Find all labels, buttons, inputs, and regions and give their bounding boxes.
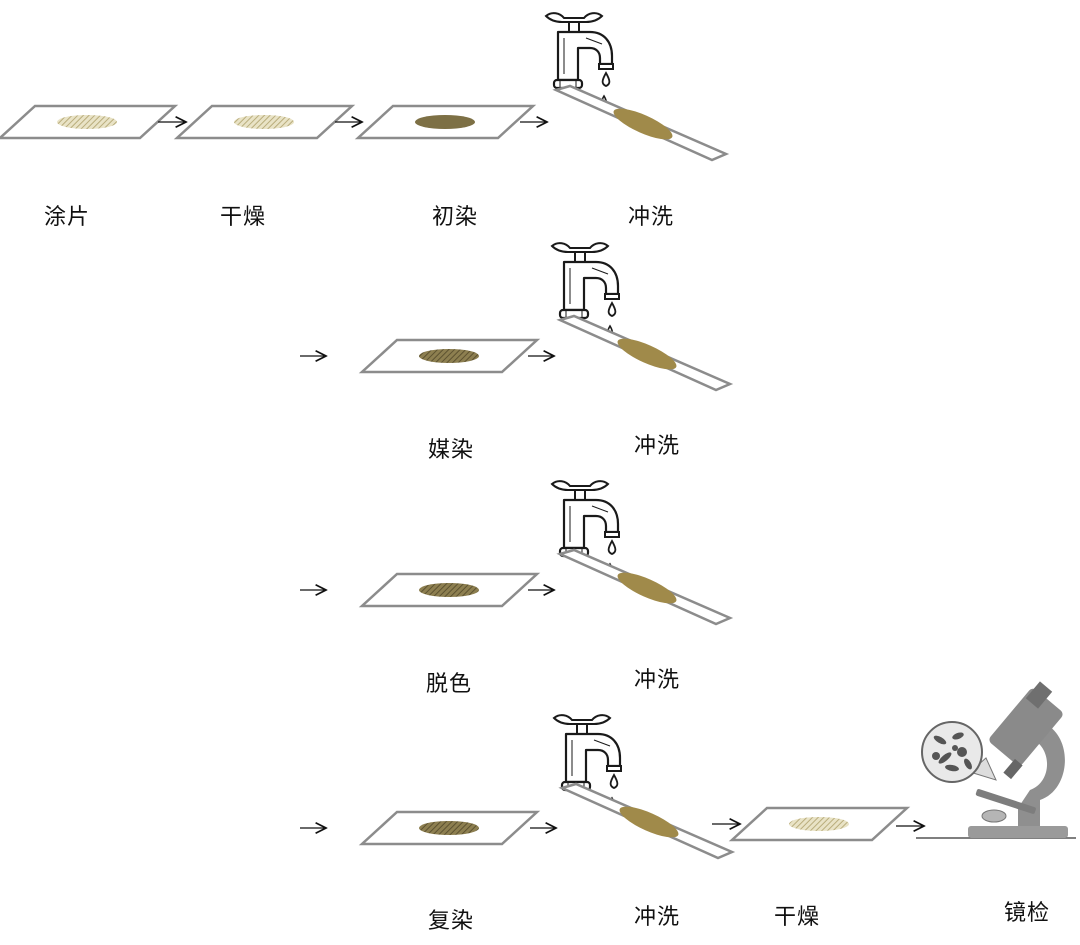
slide-primary-stain: [354, 104, 537, 140]
slide-smear: [0, 104, 179, 140]
bacteria-cell: [938, 752, 952, 764]
stained-smear: [617, 338, 677, 370]
bacteria-cell: [933, 735, 947, 745]
microscope-icon: [916, 681, 1076, 839]
step-label-primary-stain: 初染: [432, 205, 479, 230]
slide-rinse: [552, 84, 730, 162]
slide-mordant: [358, 338, 541, 374]
bacteria-cell: [964, 758, 972, 770]
microscope-stage: [975, 789, 1036, 814]
step-label-rinse: 冲洗: [634, 905, 681, 930]
slide-decolorize: [358, 572, 541, 608]
slide-dry: [728, 806, 911, 842]
step-label-rinse: 冲洗: [634, 668, 681, 693]
microscope-arm: [1018, 724, 1065, 826]
slide-dry: [173, 104, 356, 140]
step-label-rinse: 冲洗: [628, 205, 675, 230]
microscope-eyepiece: [1025, 681, 1053, 709]
step-label-rinse: 冲洗: [634, 434, 681, 459]
step-label-decolorize: 脱色: [426, 672, 473, 697]
bacteria-cell: [952, 732, 964, 740]
microscope-mirror: [981, 809, 1007, 823]
smear: [415, 115, 475, 129]
smear: [419, 349, 479, 363]
step-label-counterstain: 复染: [428, 909, 475, 934]
bacteria-cell: [957, 747, 967, 757]
smear: [419, 583, 479, 597]
smear: [234, 115, 294, 129]
magnified-view: [921, 721, 983, 783]
step-label-dry: 干燥: [774, 905, 821, 930]
bacteria-cell: [945, 764, 959, 772]
slide-rinse: [556, 548, 734, 626]
smear: [419, 821, 479, 835]
microscope-tube: [989, 688, 1063, 766]
step-label-dry: 干燥: [220, 205, 267, 230]
step-label-smear: 涂片: [44, 205, 91, 230]
microscope-base: [968, 826, 1068, 838]
slide-rinse: [558, 782, 736, 860]
stained-smear: [619, 806, 679, 838]
step-label-mordant: 媒染: [428, 438, 475, 463]
slide-rinse: [556, 314, 734, 392]
slide-counterstain: [358, 810, 541, 846]
smear: [789, 817, 849, 831]
stained-smear: [613, 108, 673, 140]
bacteria-cell: [932, 752, 940, 760]
microscope-objective: [1003, 758, 1023, 780]
step-label-microscopy: 镜检: [1004, 901, 1051, 926]
stained-smear: [617, 572, 677, 604]
bacteria-cell: [952, 745, 958, 751]
smear: [57, 115, 117, 129]
